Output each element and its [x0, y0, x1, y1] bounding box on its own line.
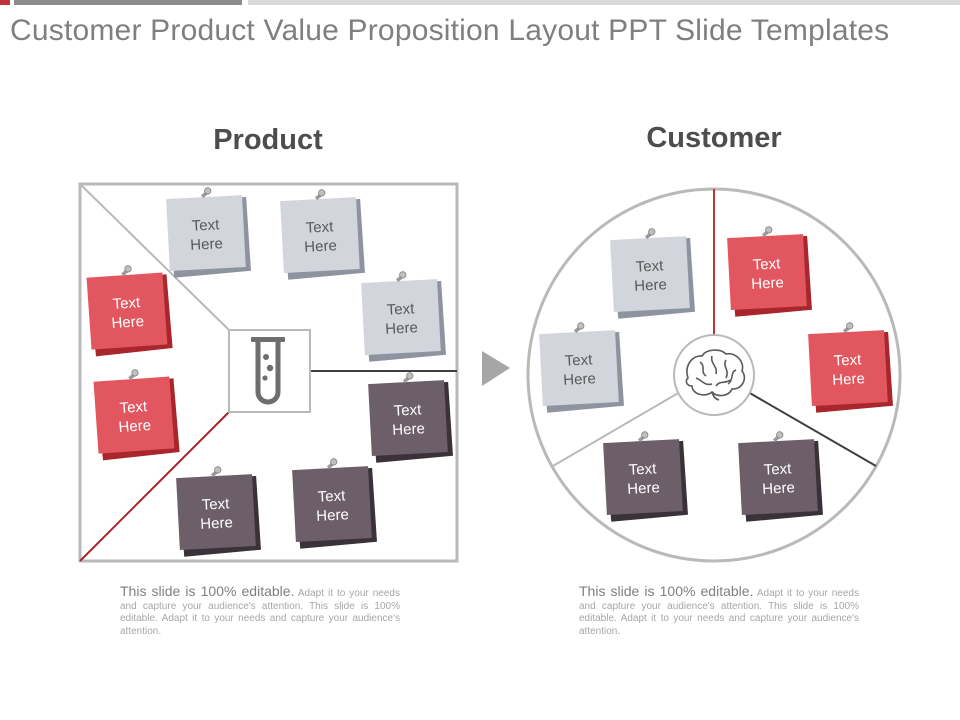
pushpin-head [204, 187, 212, 195]
sticky-note-label-line2: Here [634, 276, 667, 295]
pushpin-head [330, 458, 338, 466]
sticky-note-label-line2: Here [832, 370, 865, 389]
product-notes-group: TextHereTextHereTextHereTextHereTextHere… [86, 187, 453, 557]
customer-center-circle [673, 334, 755, 416]
product-caption-lead: This slide is 100% editable. [120, 583, 295, 599]
product-divider-bottom [79, 411, 230, 562]
top-accent-light [248, 0, 960, 5]
sticky-note-paper [539, 330, 619, 406]
customer-caption-body: Adapt it to your needs and capture your … [579, 588, 859, 637]
sticky-note-label-line2: Here [111, 313, 145, 332]
sticky-note-label-line1: Text [752, 255, 781, 273]
sticky-note-label-line2: Here [751, 274, 784, 293]
pushpin-head [131, 369, 139, 377]
pushpin-head [214, 466, 222, 474]
sticky-note-paper [93, 376, 175, 454]
top-accent-red [0, 0, 10, 5]
sticky-note-label-line1: Text [112, 294, 141, 313]
sticky-note-label-line1: Text [635, 257, 664, 275]
sticky-note-paper [738, 439, 818, 515]
sticky-note-paper [86, 272, 168, 350]
customer-label: Customer [646, 122, 782, 154]
sticky-note-paper [292, 466, 372, 542]
sticky-note-label-line1: Text [386, 300, 415, 318]
sticky-note-label-line1: Text [201, 495, 230, 513]
sticky-note-paper [361, 279, 441, 355]
sticky-note-label-line2: Here [190, 235, 223, 254]
sticky-note-paper [603, 439, 683, 515]
product-divider-top [79, 183, 230, 331]
customer-divider-left [552, 391, 681, 467]
sticky-note-paper [610, 236, 690, 312]
pushpin-head [846, 322, 854, 330]
sticky-note-paper [280, 197, 360, 273]
top-accent-bar [0, 0, 960, 5]
test-tube-icon [251, 337, 285, 405]
sticky-note-label-line2: Here [304, 237, 337, 256]
sticky-note-label-line2: Here [563, 370, 596, 389]
sticky-note-label-line2: Here [200, 514, 233, 533]
sticky-note-label-line2: Here [392, 420, 425, 439]
customer-caption-lead: This slide is 100% editable. [579, 583, 754, 599]
sticky-note-paper [166, 195, 246, 271]
customer-notes-group: TextHereTextHereTextHereTextHereTextHere… [539, 226, 893, 522]
pushpin-head [577, 322, 585, 330]
sticky-note-label-line1: Text [119, 398, 148, 417]
sticky-note-label-line2: Here [118, 417, 152, 436]
sticky-note-label-line1: Text [191, 216, 220, 234]
sticky-note-label-line2: Here [316, 506, 349, 525]
pushpin-head [641, 431, 649, 439]
pushpin-head [765, 226, 773, 234]
brain-icon [685, 349, 746, 401]
top-accent-gray [14, 0, 242, 5]
sticky-note-label-line2: Here [762, 479, 795, 498]
sticky-note-label-line1: Text [564, 351, 593, 369]
sticky-note-label-line1: Text [763, 460, 792, 478]
product-caption: This slide is 100% editable. Adapt it to… [120, 583, 400, 638]
sticky-note-label-line1: Text [833, 351, 862, 369]
play-arrow-icon [482, 351, 510, 386]
slide-title: Customer Product Value Proposition Layou… [10, 14, 890, 47]
customer-caption: This slide is 100% editable. Adapt it to… [579, 583, 859, 638]
sticky-note-label-line1: Text [393, 401, 422, 419]
sticky-note-paper [808, 330, 888, 406]
sticky-note-label-line1: Text [305, 218, 334, 236]
pushpin-head [399, 271, 407, 279]
pushpin-head [124, 265, 132, 273]
sticky-note-paper [727, 234, 807, 310]
sticky-note-label-line1: Text [317, 487, 346, 505]
pushpin-head [776, 431, 784, 439]
product-frame [78, 182, 459, 563]
customer-divider-right [747, 391, 877, 467]
sticky-note-label-line2: Here [385, 319, 418, 338]
pushpin-head [648, 228, 656, 236]
pushpin-head [406, 372, 414, 380]
pushpin-head [318, 189, 326, 197]
sticky-note-label-line2: Here [627, 479, 660, 498]
sticky-note-label-line1: Text [628, 460, 657, 478]
product-label: Product [213, 124, 323, 156]
sticky-note-paper [368, 380, 448, 456]
product-caption-body: Adapt it to your needs and capture your … [120, 588, 400, 637]
sticky-note-paper [176, 474, 256, 550]
